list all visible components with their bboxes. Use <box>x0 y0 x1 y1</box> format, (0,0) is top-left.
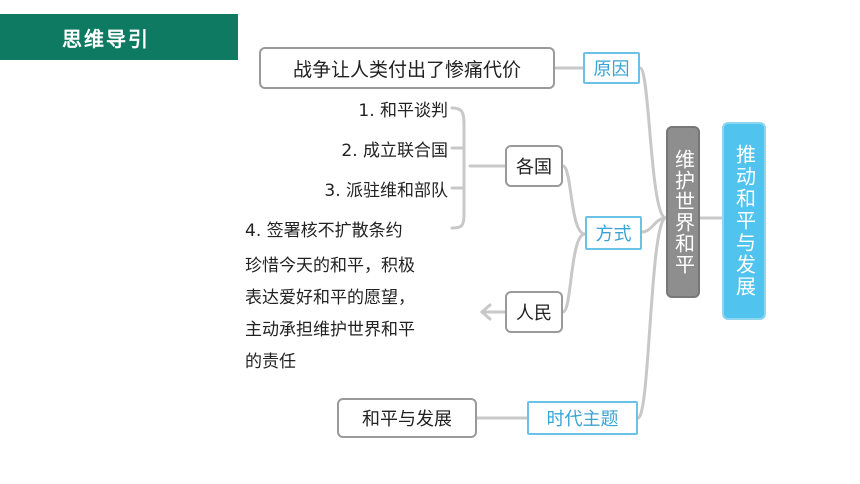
people-line-1: 珍惜今天的和平，积极 <box>245 256 415 276</box>
people-line-2: 表达爱好和平的愿望， <box>245 288 415 308</box>
people-line-3: 主动承担维护世界和平 <box>245 320 415 340</box>
main-node-label: 维护世界和平 <box>671 149 696 275</box>
connector-main-reason <box>638 66 668 220</box>
countries-label: 各国 <box>505 145 563 187</box>
people-content: 珍惜今天的和平，积极 表达爱好和平的愿望， 主动承担维护世界和平 的责任 <box>245 250 415 378</box>
people-arrow-head <box>479 303 492 321</box>
people-line-4: 的责任 <box>245 352 296 372</box>
theme-label: 时代主题 <box>527 401 638 435</box>
countries-bracket <box>450 106 466 230</box>
reason-content: 战争让人类付出了惨痛代价 <box>259 47 555 89</box>
connector-method-countries <box>561 164 587 236</box>
countries-item-3: 3. 派驻维和部队 <box>324 181 448 201</box>
countries-item-4: 4. 签署核不扩散条约 <box>245 221 403 241</box>
main-node: 维护世界和平 <box>666 126 700 298</box>
theme-content: 和平与发展 <box>337 398 477 438</box>
countries-item-1: 1. 和平谈判 <box>358 101 448 121</box>
people-label: 人民 <box>505 291 563 333</box>
section-header: 思维导引 <box>0 14 238 60</box>
method-label: 方式 <box>585 216 642 250</box>
root-node: 推动和平与发展 <box>722 122 766 320</box>
countries-item-2: 2. 成立联合国 <box>341 141 448 161</box>
connector-main-theme <box>636 216 668 420</box>
root-node-label: 推动和平与发展 <box>732 144 757 298</box>
connector-method-people <box>561 232 587 314</box>
reason-label: 原因 <box>583 52 640 84</box>
